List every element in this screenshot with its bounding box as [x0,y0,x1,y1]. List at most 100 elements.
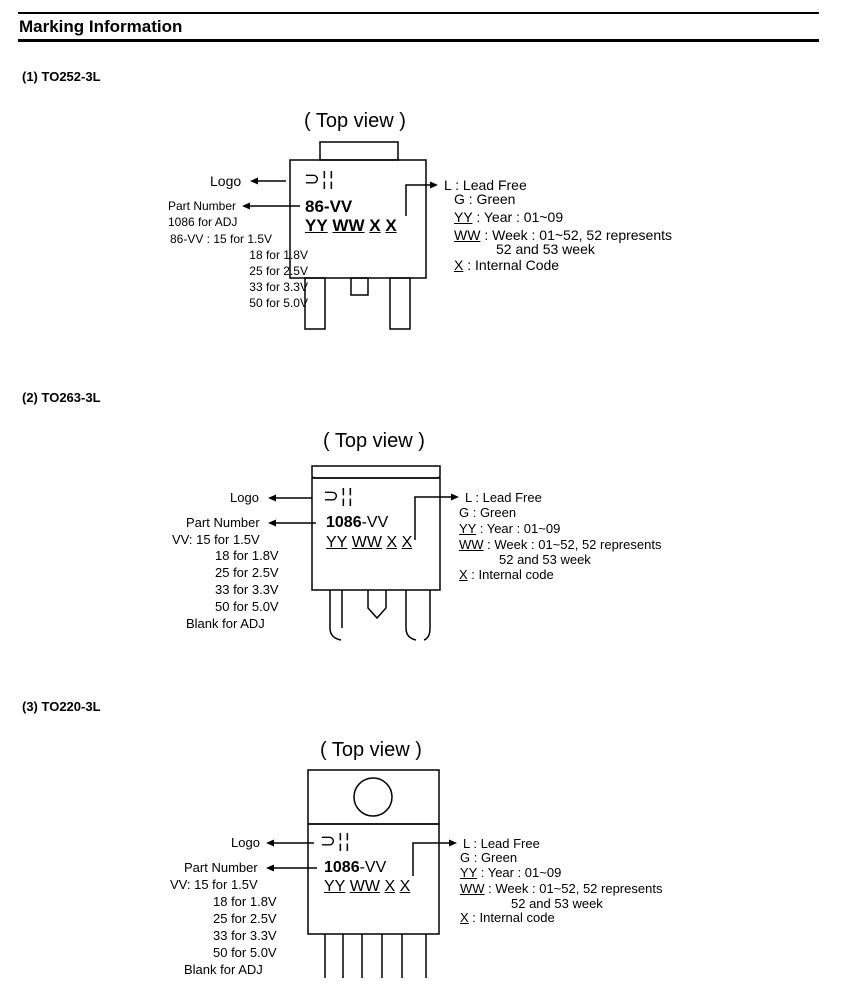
legend-internal: X : Internal code [460,911,555,924]
vv-line: 18 for 1.8V [215,548,279,563]
legend-year-key: YY [459,521,477,536]
part-number-bold: 1086 [324,859,360,876]
code-yy: YY [305,216,328,235]
vv-line: 25 for 2.5V [249,264,308,278]
legend-year: YY : Year : 01~09 [454,210,563,224]
legend-week-cont: 52 and 53 week [499,552,591,567]
legend-internal: X : Internal Code [454,258,559,272]
legend-week-text: : Week : 01~52, 52 represents [484,881,663,896]
legend-week-key: WW [459,537,484,552]
to252-package-outline [289,141,427,330]
logo-mark-icon: ⊃¦¦ [323,486,355,507]
vv-line: 25 for 2.5V [213,911,277,926]
legend-week-key: WW [460,881,485,896]
date-code-marking: YY WW X X [324,879,410,895]
part-number-label: Part Number [168,199,237,213]
code-ww: WW [332,216,365,235]
to220-package-outline [307,769,440,978]
legend-year: YY : Year : 01~09 [460,866,561,879]
top-view-label: ( Top view ) [304,110,406,132]
date-code-marking: YY WW X X [326,535,412,551]
legend-internal-text: : Internal code [468,910,555,925]
section-heading-to252: (1) TO252-3L [22,69,101,84]
code-ww: WW [349,878,380,895]
part-number-suffix: -VV [359,859,387,876]
legend-internal-key: X [459,567,468,582]
legend-week-text: : Week : 01~52, 52 represents [480,227,673,243]
vv-line: 18 for 1.8V [249,248,308,262]
code-x2: X [399,878,411,895]
legend-green: G : Green [460,850,518,865]
vv-line: 50 for 5.0V [249,296,308,310]
section-heading-to220: (3) TO220-3L [22,699,101,714]
to263-package-outline [311,465,441,641]
vv-line: 33 for 3.3V [215,582,279,597]
to220-arrows [274,842,450,876]
legend-lead-free: L : Lead Free [463,836,540,851]
top-view-label: ( Top view ) [323,430,425,452]
legend-internal-key: X [454,257,464,273]
legend-internal-text: : Internal Code [463,257,560,273]
vv-line: 33 for 3.3V [213,928,277,943]
vv-line: Blank for ADJ [186,616,265,631]
legend-internal-key: X [460,910,469,925]
part-number-label: Part Number [186,515,260,530]
legend-year-text: : Year : 01~09 [472,209,564,225]
legend-lead-free: L : Lead Free [444,177,527,193]
vv-line: 50 for 5.0V [215,599,279,614]
code-yy: YY [324,878,346,895]
part-number-suffix: -VV [361,514,389,531]
logo-mark-icon: ⊃¦¦ [304,169,336,190]
top-view-label: ( Top view ) [320,739,422,761]
vv-line: 25 for 2.5V [215,565,279,580]
to252-arrows [250,180,431,216]
code-x1: X [386,534,398,551]
legend-week: WW : Week : 01~52, 52 represents [454,228,672,242]
section-heading-to263: (2) TO263-3L [22,390,101,405]
code-yy: YY [326,534,348,551]
legend-internal-text: : Internal code [467,567,554,582]
page-title: Marking Information [19,17,183,36]
legend-year: YY : Year : 01~09 [459,522,560,535]
header-rule-bottom [18,39,819,42]
legend-week-key: WW [454,227,481,243]
vv-line: 86-VV : 15 for 1.5V [170,232,273,246]
date-code-marking: YY WW X X [305,217,397,234]
code-x1: X [369,216,381,235]
part-number-marking: 1086-VV [326,515,388,531]
code-ww: WW [351,534,382,551]
code-x1: X [384,878,396,895]
legend-year-key: YY [460,865,478,880]
legend-week-cont: 52 and 53 week [496,241,595,257]
legend-green: G : Green [454,191,516,207]
legend-year-text: : Year : 01~09 [476,521,561,536]
legend-internal: X : Internal code [459,568,554,581]
code-x2: X [385,216,397,235]
vv-line: Blank for ADJ [184,962,263,977]
logo-label: Logo [230,490,259,505]
legend-week: WW : Week : 01~52, 52 represents [459,538,661,551]
vv-line: 1086 for ADJ [168,215,238,229]
logo-label: Logo [210,173,242,189]
legend-year-text: : Year : 01~09 [477,865,562,880]
part-number-label: Part Number [184,860,258,875]
legend-week-cont: 52 and 53 week [511,896,603,911]
legend-lead-free: L : Lead Free [465,490,542,505]
to263-arrows [276,496,452,540]
part-number-marking: 1086-VV [324,860,386,876]
vv-line: VV: 15 for 1.5V [172,532,260,547]
legend-year-key: YY [454,209,473,225]
legend-week-text: : Week : 01~52, 52 represents [483,537,662,552]
vv-line: 18 for 1.8V [213,894,277,909]
legend-week: WW : Week : 01~52, 52 represents [460,882,662,895]
part-number-bold: 1086 [326,514,362,531]
header-rule-top [18,12,819,14]
part-number-marking: 86-VV [305,197,353,216]
code-x2: X [401,534,413,551]
vv-line: 33 for 3.3V [249,280,308,294]
logo-mark-icon: ⊃¦¦ [320,831,352,852]
logo-label: Logo [231,835,260,850]
legend-green: G : Green [459,505,517,520]
vv-line: 50 for 5.0V [213,945,277,960]
